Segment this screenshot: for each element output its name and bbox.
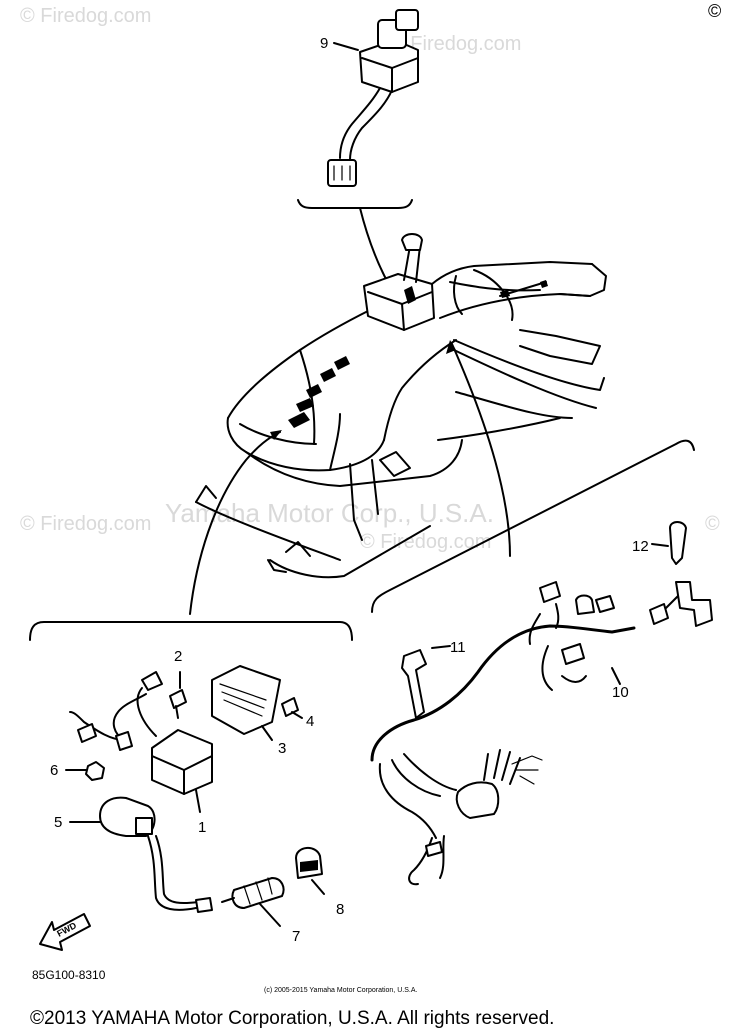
- screw-part-4: [281, 697, 303, 719]
- nut-part-6: [85, 761, 105, 781]
- callout-4: 4: [306, 713, 314, 730]
- watermark-firedog: © Firedog.com: [20, 513, 151, 535]
- callout-7: 7: [292, 928, 300, 945]
- cdi-unit-part-1: [69, 671, 213, 813]
- callout-arrow-right-group: [451, 343, 511, 557]
- regulator-part-3: [211, 665, 281, 741]
- watermark-firedog: ©: [705, 513, 720, 535]
- main-switch-part-9: [327, 9, 419, 187]
- callout-6: 6: [50, 762, 58, 779]
- group-bracket-left: [29, 621, 353, 641]
- watermark-firedog: © Firedog.com: [20, 5, 151, 27]
- clamp-part-12: [649, 521, 713, 627]
- callout-arrow-left-group: [189, 431, 281, 615]
- forward-arrow: FWD: [39, 913, 91, 951]
- callout-5: 5: [54, 814, 62, 831]
- callout-1: 1: [198, 819, 206, 836]
- callout-10: 10: [612, 684, 629, 701]
- callout-9: 9: [320, 35, 328, 52]
- snowmobile-body: [195, 233, 607, 579]
- watermark-firedog: © Firedog.com: [390, 33, 521, 55]
- footer-copyright: ©2013 YAMAHA Motor Corporation, U.S.A. A…: [30, 1008, 554, 1029]
- wire-harness-part-10: [370, 581, 636, 886]
- group-bracket-9: [297, 199, 413, 209]
- bolt-part-2: [169, 671, 187, 719]
- diagram-code: 85G100-8310: [32, 968, 106, 982]
- corner-copyright-mark: ©: [708, 1, 721, 21]
- group-bracket-right: [371, 439, 695, 613]
- switch-part-7: [221, 877, 285, 927]
- watermark-firedog: © Firedog.com: [360, 531, 491, 553]
- callout-2: 2: [174, 648, 182, 665]
- bulb-part-8: [295, 847, 325, 895]
- callout-11: 11: [450, 639, 466, 656]
- callout-12: 12: [632, 538, 649, 555]
- ignition-coil-part-5: [99, 796, 213, 913]
- callout-3: 3: [278, 740, 286, 757]
- small-copyright: (c) 2005-2015 Yamaha Motor Corporation, …: [264, 987, 417, 994]
- callout-8: 8: [336, 901, 344, 918]
- cable-tie-part-11: [401, 645, 451, 719]
